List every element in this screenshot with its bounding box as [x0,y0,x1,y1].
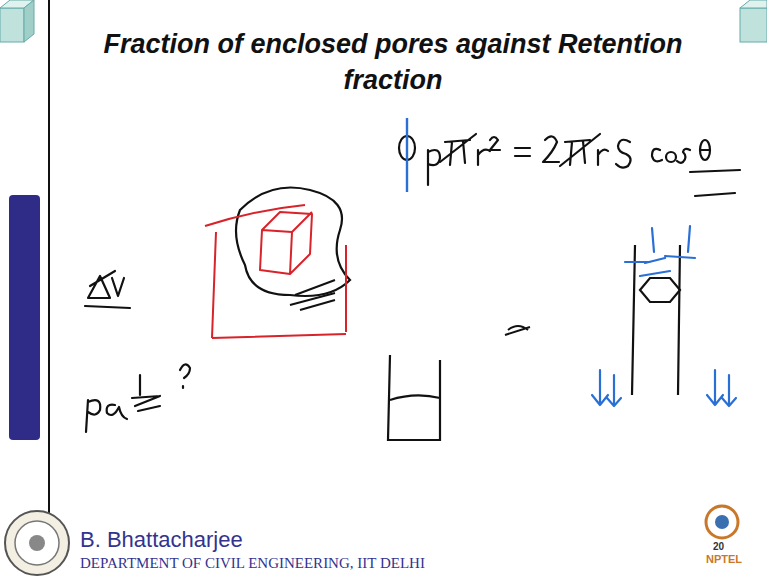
nptel-logo [706,506,738,538]
logo-text: NPTEL [706,553,742,565]
handwritten-stroke [505,326,530,335]
handwritten-note [85,271,190,432]
slide-number: 20 [713,541,724,552]
capillary-sketch [632,245,680,395]
corner-cube [0,0,34,42]
cube-sketch [205,205,346,338]
side-bar [9,195,40,440]
vessel-sketch [388,355,440,440]
hatch-sketch [290,280,335,310]
corner-cube [740,0,767,42]
institute-logo [5,511,69,575]
force-arrows [592,226,736,406]
department-name: DEPARTMENT OF CIVIL ENGINEERING, IIT DEL… [80,555,425,572]
margin-rule [48,0,50,522]
handwritten-equation [399,134,740,196]
slide-title: Fraction of enclosed pores against Reten… [103,26,683,98]
author-name: B. Bhattacharjee [80,527,243,553]
handwritten-stroke [406,118,408,192]
